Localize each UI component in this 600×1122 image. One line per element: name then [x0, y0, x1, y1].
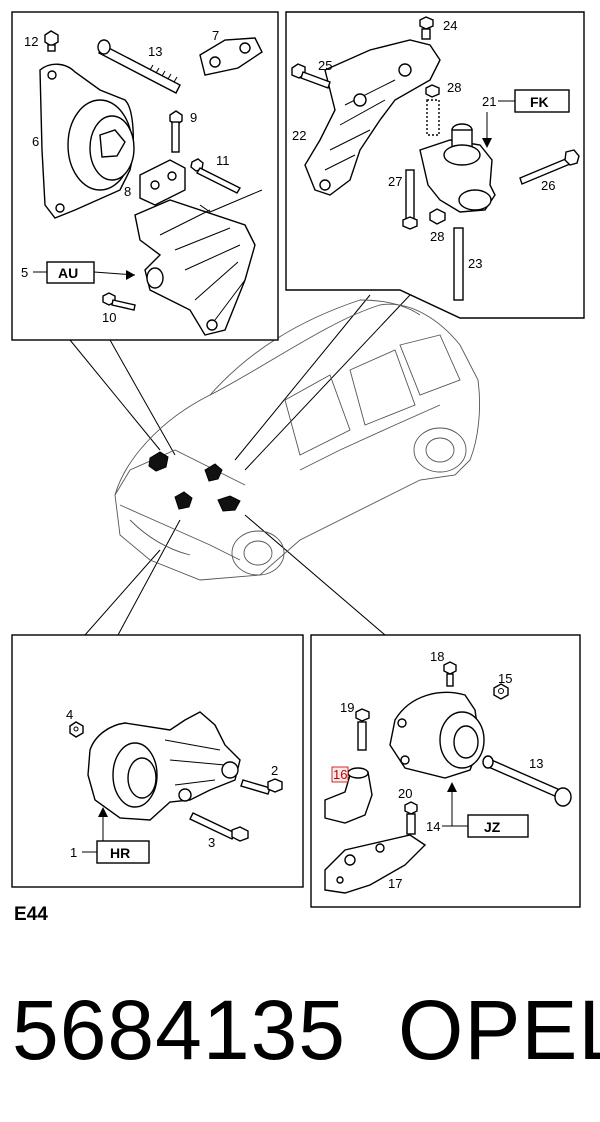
- part-28-nut: [425, 84, 440, 136]
- label-box-jz: 14 JZ: [426, 782, 529, 838]
- callout-28b: 28: [430, 229, 444, 244]
- part-8-plate: [139, 159, 186, 206]
- callout-8: 8: [124, 184, 131, 199]
- callout-13-lower: 13: [529, 756, 543, 771]
- part-27-bolt: [402, 169, 418, 230]
- car-illustration: [114, 299, 480, 581]
- callout-20: 20: [398, 786, 412, 801]
- callout-22: 22: [292, 128, 306, 143]
- box-code-jz: JZ: [484, 819, 501, 835]
- callout-2: 2: [271, 763, 278, 778]
- part-22-bracket: [304, 39, 441, 196]
- part-14-mount: [389, 691, 485, 779]
- callout-16-highlighted: 16: [333, 767, 347, 782]
- part-6-mount: [39, 63, 135, 219]
- box-number-1: 1: [70, 845, 77, 860]
- box-number-5: 5: [21, 265, 28, 280]
- part-17-plate: [324, 834, 427, 894]
- part-4-nut: [69, 721, 84, 738]
- leader-lines: [12, 294, 411, 636]
- callout-18: 18: [430, 649, 444, 664]
- part-18-bolt: [443, 661, 457, 687]
- part-5-bracket: [134, 199, 256, 336]
- panel-top-right: 24 25 28 22 27 26 28 23 21 FK: [285, 11, 585, 319]
- part-3-bolt: [189, 812, 249, 842]
- callout-23: 23: [468, 256, 482, 271]
- callout-19: 19: [340, 700, 354, 715]
- callout-28a: 28: [447, 80, 461, 95]
- callout-11: 11: [216, 153, 230, 168]
- part-1-mount: [87, 711, 241, 821]
- callout-7: 7: [212, 28, 219, 43]
- part-2-bolt: [240, 778, 283, 795]
- callout-13: 13: [148, 44, 162, 59]
- callout-9: 9: [190, 110, 197, 125]
- diagram-code: E44: [14, 904, 48, 925]
- part-12-nut: [44, 30, 59, 52]
- part-11-bolt: [190, 158, 241, 194]
- part-26-bolt: [519, 149, 580, 185]
- part-20-bolt: [404, 801, 418, 835]
- callout-26: 26: [541, 178, 555, 193]
- box-number-21: 21: [482, 94, 496, 109]
- callout-17: 17: [388, 876, 402, 891]
- part-23-stud: [453, 227, 464, 301]
- part-21-mount: [419, 123, 496, 213]
- label-box-fk: 21 FK: [482, 89, 570, 148]
- footer: 5684135 OPEL: [0, 975, 600, 1085]
- part-28-nut-lower: [429, 208, 446, 225]
- callout-3: 3: [208, 835, 215, 850]
- panel-bottom-left: 4 2 3 1 HR: [11, 634, 304, 888]
- part-7-bracket: [199, 37, 263, 76]
- part-15-nut: [493, 683, 509, 700]
- panel-bottom-right: 18 15 19 13 16 20 17 14 JZ: [310, 634, 581, 908]
- callout-27: 27: [388, 174, 402, 189]
- box-code-hr: HR: [110, 845, 130, 861]
- brand-name: OPEL: [398, 983, 600, 1077]
- part-number: 5684135: [12, 983, 347, 1077]
- label-box-au: 5 AU: [21, 261, 136, 284]
- panel-top-left: 12 13 7 6 9 11 8 10 5 AU: [11, 11, 279, 341]
- part-24-nut: [419, 16, 434, 40]
- part-10-bolt: [102, 292, 136, 311]
- part-19-bolt: [355, 708, 370, 751]
- part-13-bolt: [97, 39, 181, 94]
- callout-24: 24: [443, 18, 457, 33]
- box-code-au: AU: [58, 265, 78, 281]
- part-13-bolt-lower: [482, 755, 572, 807]
- part-25-bolt: [291, 63, 331, 89]
- callout-12: 12: [24, 34, 38, 49]
- label-box-hr: 1 HR: [70, 807, 150, 864]
- callout-6: 6: [32, 134, 39, 149]
- callout-25: 25: [318, 58, 332, 73]
- part-16-bracket: [324, 767, 373, 824]
- box-number-14: 14: [426, 819, 440, 834]
- callout-10: 10: [102, 310, 116, 325]
- part-9-bolt: [169, 110, 183, 153]
- callout-4: 4: [66, 707, 73, 722]
- box-code-fk: FK: [530, 94, 549, 110]
- callout-15: 15: [498, 671, 512, 686]
